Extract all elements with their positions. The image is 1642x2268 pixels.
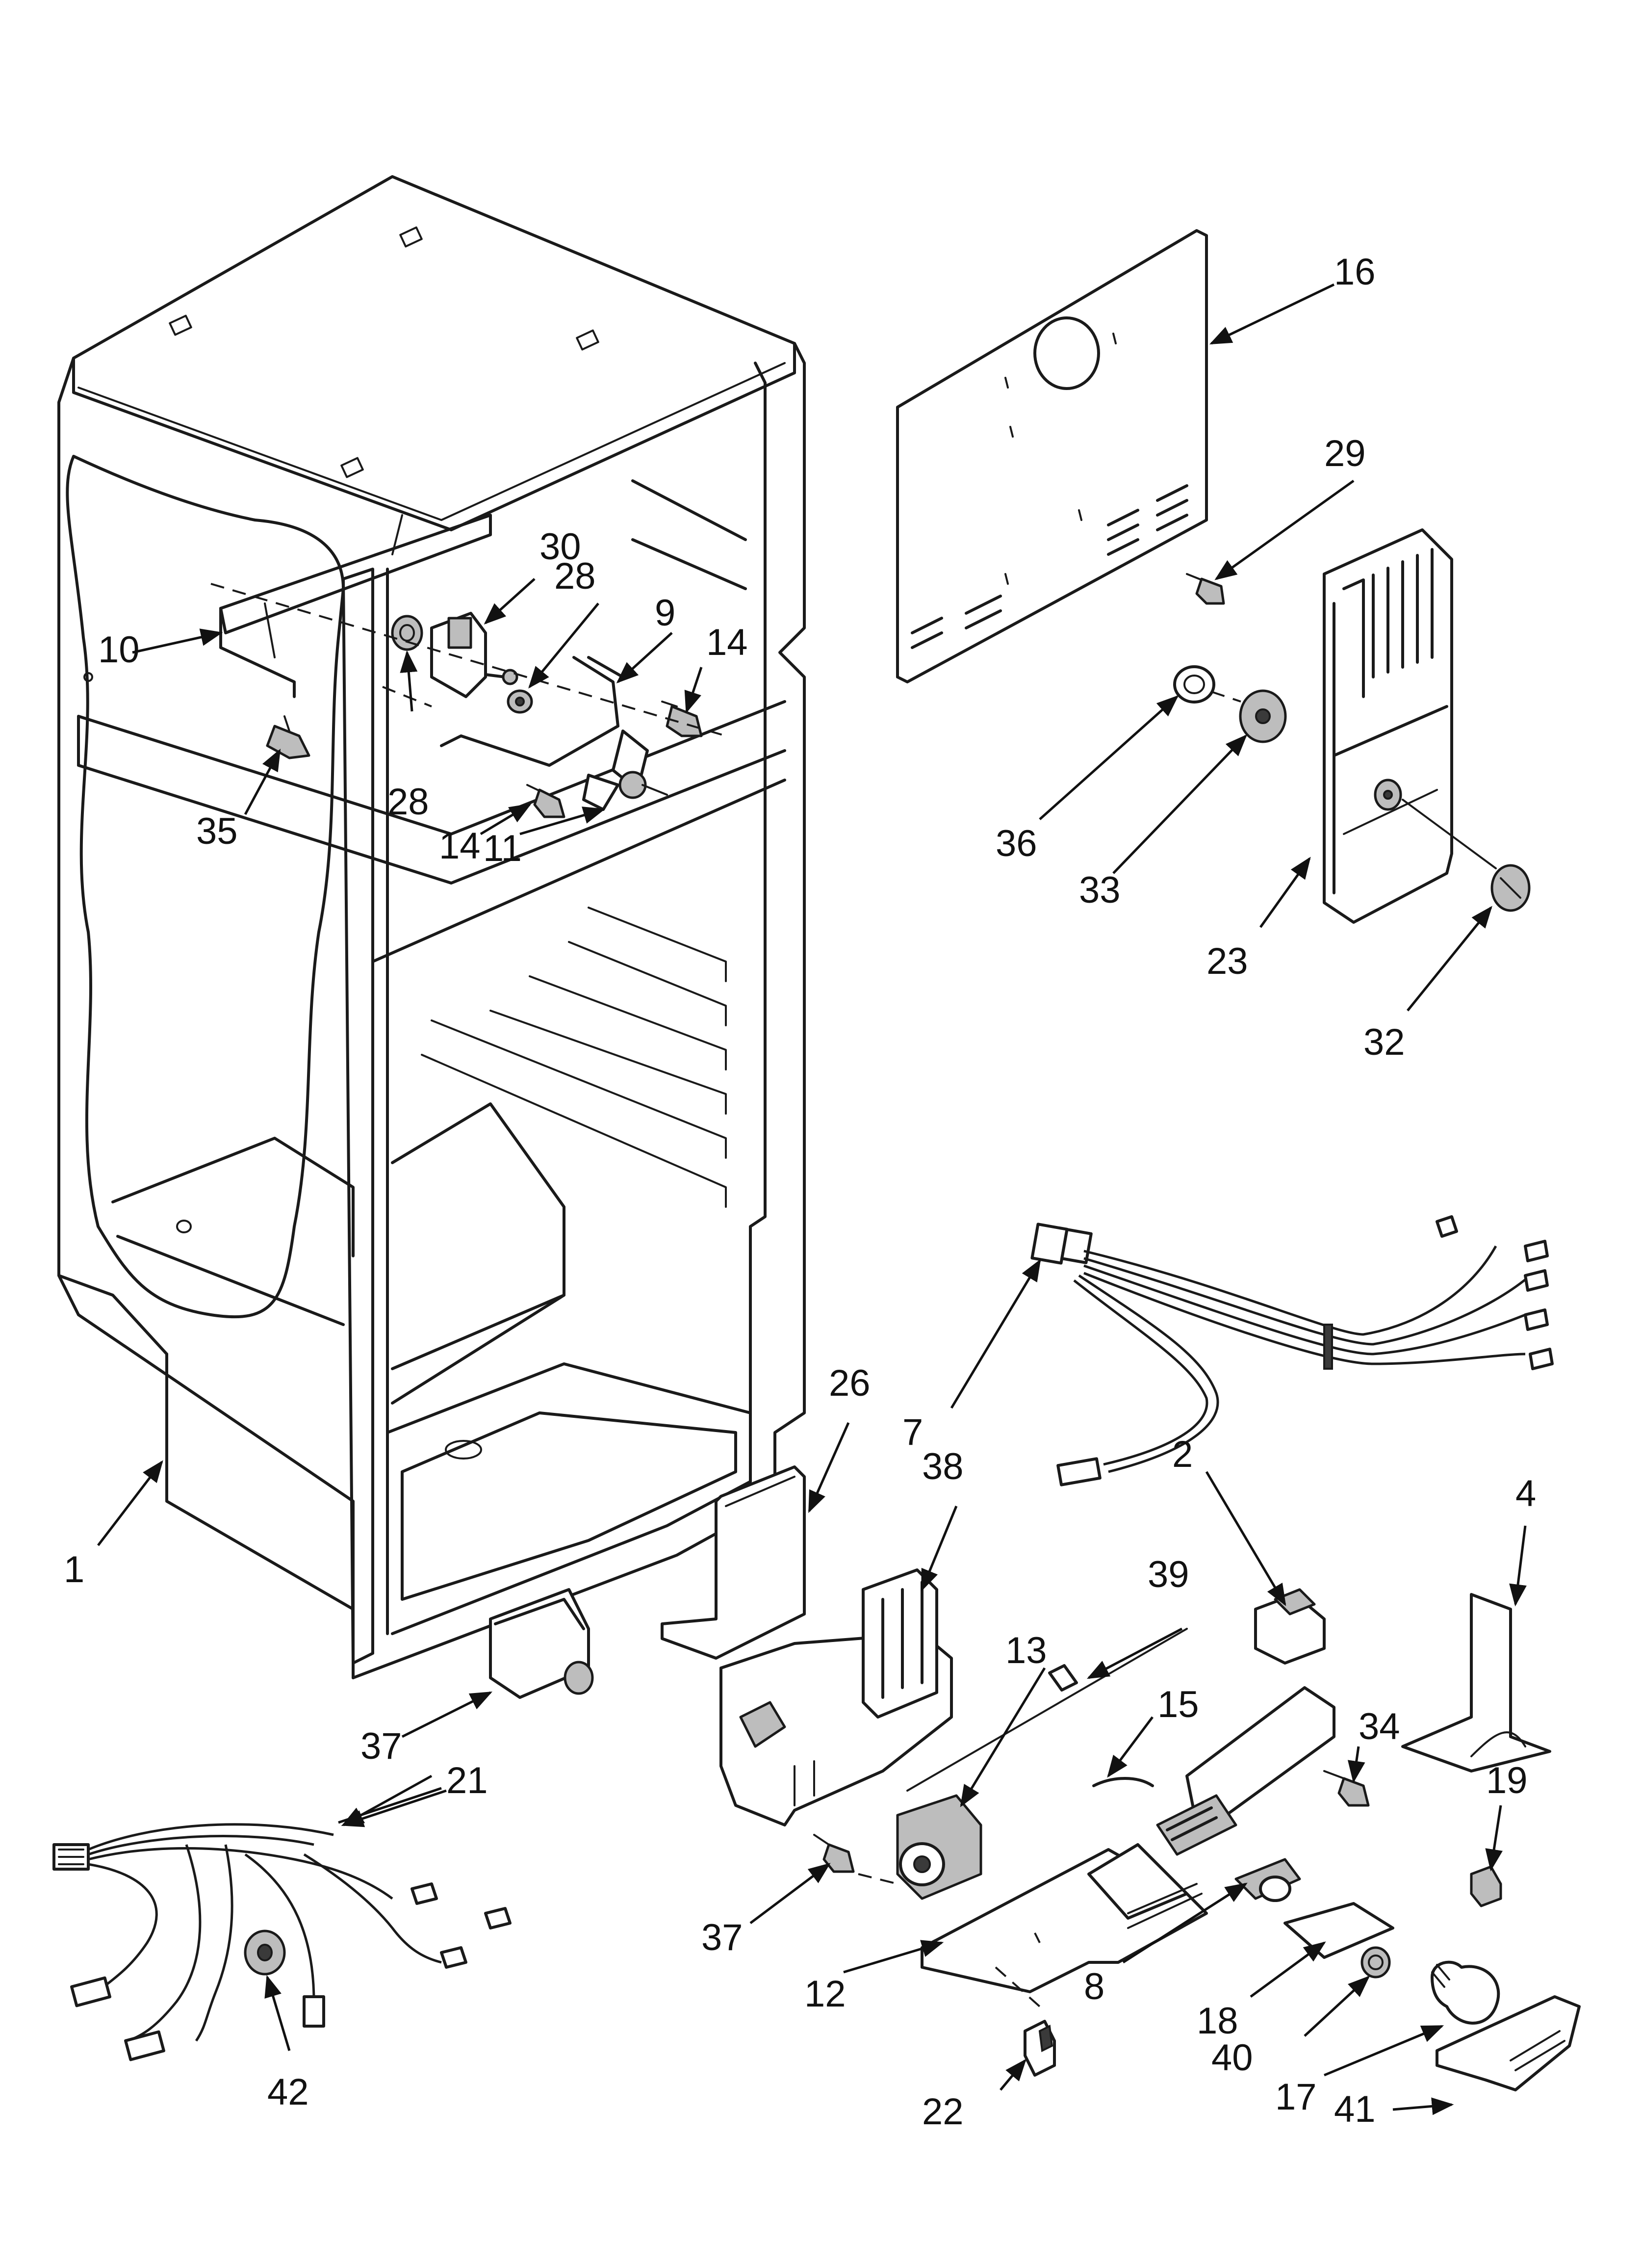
callout-2: 2 <box>1172 1434 1193 1475</box>
grommet-42 <box>244 1929 286 1976</box>
callout-22: 22 <box>922 2091 964 2133</box>
callout-41: 41 <box>1334 2088 1376 2130</box>
callout-13: 13 <box>1005 1630 1047 1671</box>
callout-23: 23 <box>1206 940 1248 982</box>
callout-10: 10 <box>98 629 140 671</box>
bulb-17 <box>1431 1960 1500 2025</box>
callout-38: 38 <box>922 1446 964 1487</box>
callout-29: 29 <box>1324 433 1366 474</box>
callout-labels: 1 2 4 7 8 9 10 11 12 13 14 14 15 16 17 1… <box>64 251 1536 2133</box>
callout-35: 35 <box>196 810 238 852</box>
bracket-26 <box>661 1465 806 1660</box>
clip-22 <box>1024 2020 1056 2077</box>
callout-30: 30 <box>539 526 581 568</box>
capillary-line <box>906 1628 1188 1792</box>
alignment-line <box>1211 691 1241 703</box>
callout-28-left: 28 <box>387 781 429 823</box>
callout-36: 36 <box>996 823 1037 864</box>
screw-14-upper <box>661 701 703 737</box>
wire-harness-21 <box>52 1823 512 2061</box>
callout-18: 18 <box>1197 2000 1238 2042</box>
control-housing-12 <box>921 1686 1335 1993</box>
nut-36 <box>1173 665 1215 704</box>
callout-8: 8 <box>1084 1966 1104 2007</box>
duct-37 <box>489 1588 594 1699</box>
knob-base-33 <box>1239 689 1287 743</box>
callout-26: 26 <box>829 1362 871 1404</box>
screw-37 <box>813 1834 855 1873</box>
plug-39 <box>1048 1664 1078 1692</box>
clip-28-left <box>391 615 423 651</box>
leader-lines <box>97 283 1527 2115</box>
callout-1: 1 <box>64 1549 84 1590</box>
alignment-line <box>1402 799 1497 869</box>
callout-11: 11 <box>483 828 522 869</box>
callout-28-right: 28 <box>554 555 596 597</box>
alignment-line <box>995 1966 1041 2007</box>
light-shield-41 <box>1436 1995 1581 2091</box>
alignment-line <box>382 686 432 707</box>
callout-9: 9 <box>655 592 675 634</box>
control-housing-23 <box>1323 528 1453 924</box>
relay-2 <box>1254 1588 1326 1665</box>
tube-15 <box>1092 1777 1154 1787</box>
cabinet-liner <box>57 175 806 1679</box>
callout-39: 39 <box>1148 1554 1189 1595</box>
fan-blade-11 <box>582 730 668 811</box>
alignment-line <box>858 1873 898 1885</box>
screw-35 <box>266 715 310 759</box>
rear-panel-16 <box>896 229 1208 683</box>
screw-34 <box>1323 1770 1370 1807</box>
washer-28-right <box>507 689 533 714</box>
bracket-10 <box>219 514 492 698</box>
callout-19: 19 <box>1486 1760 1528 1801</box>
callout-4: 4 <box>1515 1473 1536 1514</box>
callout-37-right: 37 <box>701 1917 743 1958</box>
wire-harness-7 <box>1030 1215 1554 1486</box>
shield-4 <box>1401 1593 1551 1773</box>
screw-14-lower <box>526 784 565 818</box>
callout-37-left: 37 <box>360 1725 402 1767</box>
callout-40: 40 <box>1211 2037 1253 2079</box>
callout-33: 33 <box>1079 869 1121 911</box>
housing-38 <box>719 1568 953 1826</box>
callout-15: 15 <box>1157 1684 1199 1725</box>
callout-42: 42 <box>267 2071 309 2113</box>
callout-16: 16 <box>1334 251 1376 293</box>
thermostat-13 <box>896 1794 982 1900</box>
callout-14-lower: 14 <box>439 825 481 867</box>
screw-29 <box>1186 573 1225 605</box>
knob-32 <box>1490 864 1531 912</box>
socket-40 <box>1360 1946 1391 1979</box>
alignment-line <box>1034 1932 1041 1943</box>
callout-7: 7 <box>902 1411 923 1453</box>
callout-17: 17 <box>1275 2076 1317 2118</box>
callout-12: 12 <box>804 1973 846 2015</box>
callout-21: 21 <box>446 1760 488 1801</box>
knob-8 <box>1234 1858 1301 1902</box>
callout-32: 32 <box>1363 1021 1405 1063</box>
damper-30 <box>430 612 518 698</box>
callout-34: 34 <box>1359 1706 1400 1747</box>
switch-19 <box>1470 1865 1502 1907</box>
callout-14-upper: 14 <box>706 622 748 663</box>
